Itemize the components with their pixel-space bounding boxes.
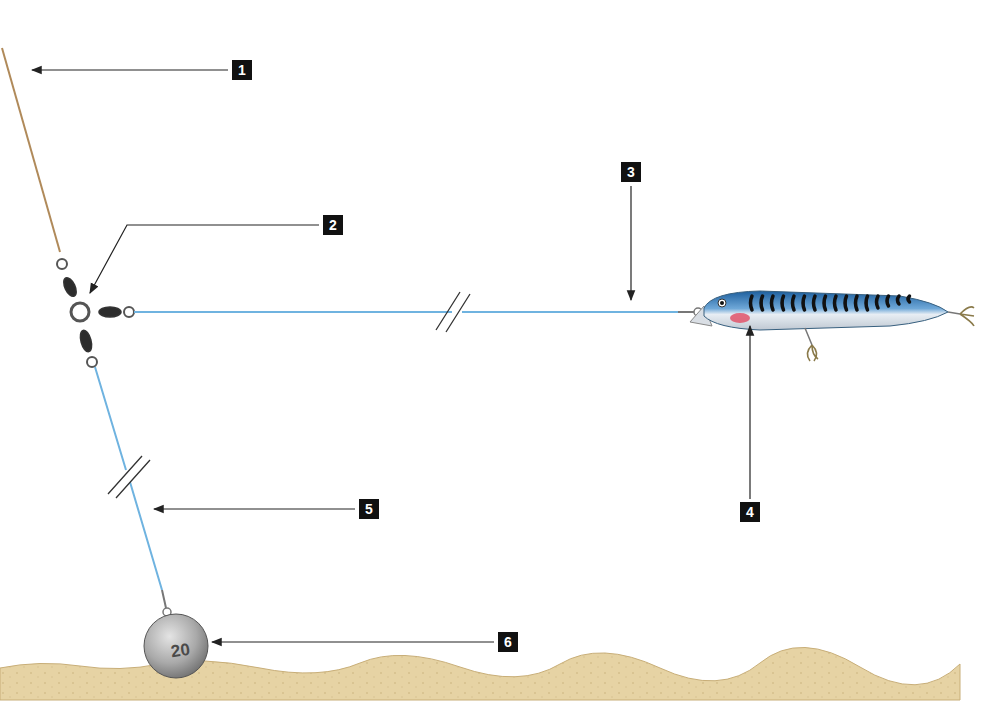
callout-number: 4 [740, 502, 760, 522]
callout-number: 6 [498, 632, 518, 652]
callout-number: 3 [621, 162, 641, 182]
callout-number: 5 [359, 499, 379, 519]
callout-number: 2 [323, 215, 343, 235]
callout-number: 1 [232, 60, 252, 80]
sinker-weight: 20 [170, 640, 192, 662]
